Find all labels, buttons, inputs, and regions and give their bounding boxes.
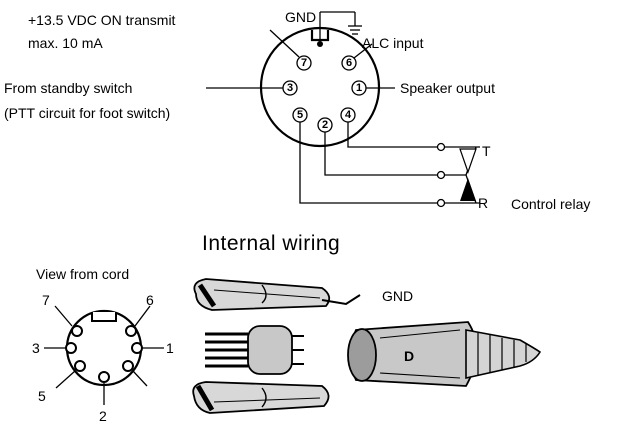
svg-text:7: 7 bbox=[301, 57, 307, 69]
connector-face-view bbox=[44, 305, 164, 405]
svg-text:6: 6 bbox=[346, 57, 352, 69]
face-pin-3-label: 3 bbox=[32, 340, 40, 356]
vdc-label: +13.5 VDC ON transmit bbox=[28, 12, 176, 28]
shell-gnd-label: GND bbox=[382, 288, 413, 304]
pin-2: 2 bbox=[317, 117, 333, 133]
plug-pin-insert bbox=[205, 325, 304, 375]
wire-pin-2 bbox=[324, 132, 438, 176]
svg-text:3: 3 bbox=[287, 82, 293, 94]
internal-wiring-section: Internal wiring View from cord 7 6 3 1 5 bbox=[32, 232, 542, 424]
face-pin-2-label: 2 bbox=[99, 408, 107, 424]
svg-text:5: 5 bbox=[297, 109, 303, 121]
pin-6: 6 bbox=[341, 55, 357, 71]
relay-t-label: T bbox=[482, 143, 491, 159]
gnd-label: GND bbox=[285, 9, 316, 25]
relay-contacts bbox=[445, 146, 480, 204]
alc-input-label: ALC input bbox=[362, 35, 424, 51]
face-pin-6-label: 6 bbox=[146, 292, 154, 308]
pin-7: 7 bbox=[296, 55, 312, 71]
ground-symbol bbox=[317, 11, 362, 47]
relay-r-label: R bbox=[478, 195, 488, 211]
svg-text:4: 4 bbox=[345, 109, 352, 121]
face-pin-5-label: 5 bbox=[38, 388, 46, 404]
terminal-common bbox=[436, 170, 446, 180]
terminal-t bbox=[436, 142, 446, 152]
view-from-cord-label: View from cord bbox=[36, 266, 129, 282]
pin-3: 3 bbox=[282, 80, 298, 96]
pin-1: 1 bbox=[351, 80, 367, 96]
wire-pin-5 bbox=[299, 122, 438, 204]
svg-text:2: 2 bbox=[322, 119, 328, 131]
top-connector-diagram: +13.5 VDC ON transmit max. 10 mA GND ALC… bbox=[4, 9, 590, 212]
alc-leader bbox=[353, 43, 373, 59]
svg-text:1: 1 bbox=[356, 82, 362, 94]
control-relay-label: Control relay bbox=[511, 196, 590, 212]
wire-pin-4 bbox=[347, 122, 438, 148]
vdc-leader bbox=[269, 29, 300, 58]
plug-shell-top-half bbox=[193, 278, 361, 311]
pin-4: 4 bbox=[340, 107, 356, 123]
face-pin-7-label: 7 bbox=[42, 292, 50, 308]
standby-switch-label: From standby switch bbox=[4, 80, 132, 96]
ptt-circuit-label: (PTT circuit for foot switch) bbox=[4, 105, 170, 121]
plug-mark-label: D bbox=[404, 348, 414, 364]
speaker-output-label: Speaker output bbox=[400, 80, 495, 96]
terminal-r bbox=[436, 198, 446, 208]
face-pin-1-label: 1 bbox=[166, 340, 174, 356]
internal-wiring-title: Internal wiring bbox=[202, 232, 340, 255]
vdc-current-label: max. 10 mA bbox=[28, 35, 103, 51]
assembled-plug: D bbox=[347, 321, 542, 387]
pin-5: 5 bbox=[292, 107, 308, 123]
plug-shell-bottom-half bbox=[192, 381, 330, 414]
